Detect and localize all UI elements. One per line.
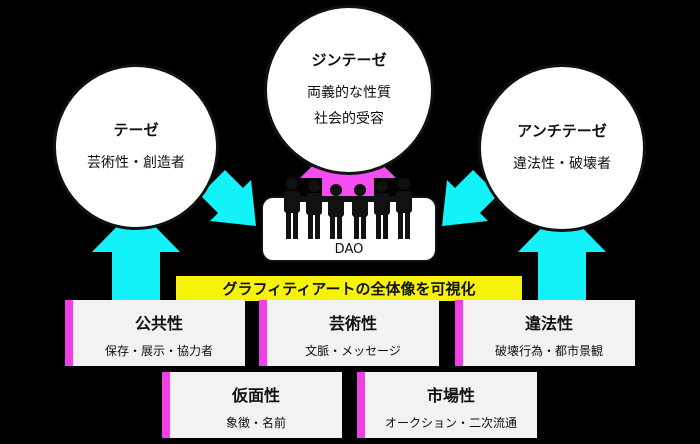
card-mask: 仮面性 象徴・名前	[162, 372, 342, 438]
card-title: 芸術性	[328, 314, 377, 333]
synthesis-line: 両義的な性質	[307, 84, 391, 101]
card-title: 公共性	[134, 314, 183, 333]
thesis-line: 芸術性・創造者	[87, 154, 185, 171]
card-subtitle: オークション・二次流通	[384, 416, 517, 430]
up-arrow-right	[518, 207, 606, 300]
card-subtitle: 保存・展示・協力者	[104, 344, 213, 358]
card-art: 芸術性 文脈・メッセージ	[259, 300, 439, 366]
synthesis-title: ジンテーゼ	[311, 50, 387, 69]
card-illegal: 違法性 破壊行為・都市景観	[455, 300, 635, 366]
synthesis-circle: ジンテーゼ 両義的な性質 社会的受容	[264, 5, 434, 175]
banner: グラフィティアートの全体像を可視化	[176, 276, 522, 301]
dao-label: DAO	[334, 242, 364, 257]
card-market: 市場性 オークション・二次流通	[357, 372, 537, 438]
card-subtitle: 破壊行為・都市景観	[494, 344, 603, 358]
card-subtitle: 象徴・名前	[225, 416, 286, 430]
diagonal-arrow-right	[442, 170, 498, 226]
up-arrow-left	[92, 207, 180, 300]
card-subtitle: 文脈・メッセージ	[305, 344, 401, 358]
thesis-circle: テーゼ 芸術性・創造者	[53, 64, 219, 230]
card-title: 仮面性	[231, 386, 280, 405]
card-title: 違法性	[524, 314, 573, 333]
diagonal-arrow-left	[200, 170, 256, 226]
thesis-title: テーゼ	[113, 120, 159, 139]
antithesis-circle: アンチテーゼ 違法性・破壊者	[478, 64, 646, 232]
people-group-icon	[284, 178, 412, 239]
card-title: 市場性	[426, 386, 475, 405]
card-public: 公共性 保存・展示・協力者	[65, 300, 245, 366]
synthesis-line: 社会的受容	[314, 110, 384, 127]
antithesis-title: アンチテーゼ	[517, 121, 607, 140]
antithesis-line: 違法性・破壊者	[513, 155, 611, 172]
